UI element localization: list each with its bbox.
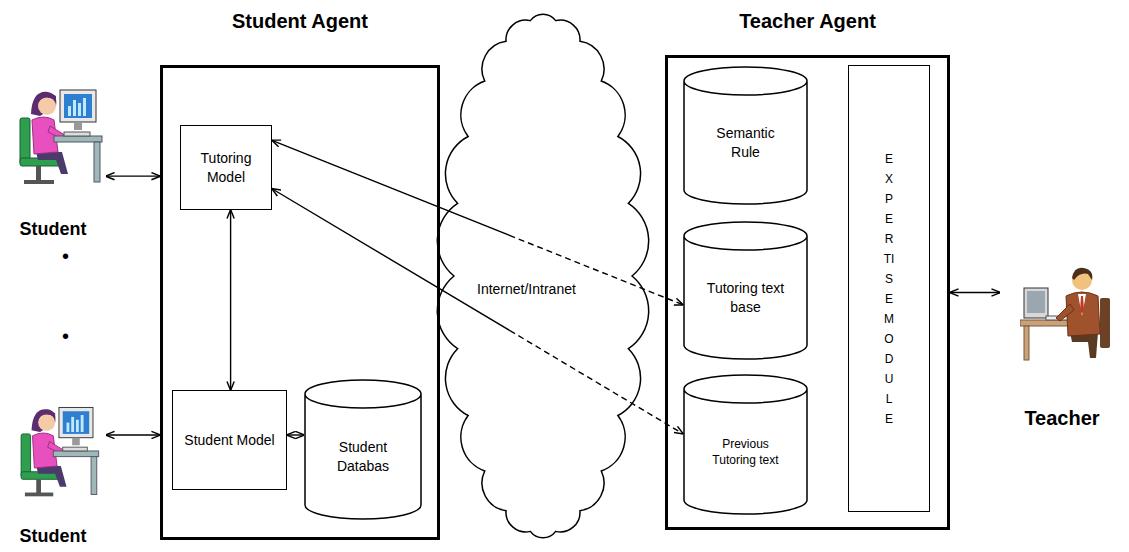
connector-arrow bbox=[230, 210, 231, 390]
agent-box: Student AgentTutoring ModelStudent Model… bbox=[160, 65, 440, 540]
cloud-outline bbox=[437, 14, 648, 538]
ellipsis-dot: • bbox=[62, 326, 69, 346]
student-actor: Student bbox=[0, 395, 106, 547]
cloud-outline bbox=[438, 2, 648, 550]
database-cylinder: Student Databas bbox=[304, 380, 422, 520]
actor-name: Teacher bbox=[1024, 407, 1099, 430]
node-label: Tutoring Model bbox=[185, 149, 267, 187]
node-label: Semantic Rule bbox=[705, 124, 786, 162]
database-cylinder: Tutoring text base bbox=[683, 222, 808, 360]
connector-arrow bbox=[272, 189, 683, 434]
teacher-actor: Teacher bbox=[1000, 255, 1124, 430]
ellipsis-dot: • bbox=[62, 246, 69, 266]
actor-name: Student bbox=[20, 219, 87, 240]
module-panel: EXPERTISE MODULE bbox=[848, 65, 930, 512]
node-label: Previous Tutoring text bbox=[705, 436, 786, 468]
network-cloud: Internet/Intranet bbox=[438, 2, 648, 550]
student-actor: Student bbox=[0, 78, 106, 240]
database-cylinder: Semantic Rule bbox=[683, 67, 808, 205]
cylinder-outline bbox=[684, 222, 807, 359]
connector-arrow bbox=[106, 175, 160, 176]
model-box: Student Model bbox=[172, 390, 287, 490]
node-label: Tutoring text base bbox=[705, 279, 786, 317]
connector-arrow bbox=[950, 292, 1000, 293]
agent-box: Teacher AgentSemantic RuleTutoring text … bbox=[665, 55, 950, 530]
model-box: Tutoring Model bbox=[180, 125, 272, 210]
cylinder-outline bbox=[305, 380, 421, 519]
cylinder-outline bbox=[684, 375, 807, 514]
teacher-icon bbox=[1020, 268, 1110, 360]
agent-title: Teacher Agent bbox=[668, 10, 947, 33]
connector-arrow bbox=[272, 140, 683, 304]
node-label: Student Databas bbox=[312, 438, 414, 476]
student-icon bbox=[21, 407, 99, 496]
cylinder-outline bbox=[684, 67, 807, 204]
connector-arrow bbox=[287, 434, 304, 435]
connector-arrow bbox=[106, 434, 160, 435]
agent-title: Student Agent bbox=[163, 10, 437, 33]
actor-name: Student bbox=[20, 526, 87, 547]
node-label: EXPERTISE MODULE bbox=[883, 149, 895, 429]
node-label: Student Model bbox=[184, 431, 274, 450]
student-icon bbox=[20, 90, 102, 184]
database-cylinder: Previous Tutoring text bbox=[683, 375, 808, 515]
node-label: Internet/Intranet bbox=[474, 280, 579, 298]
